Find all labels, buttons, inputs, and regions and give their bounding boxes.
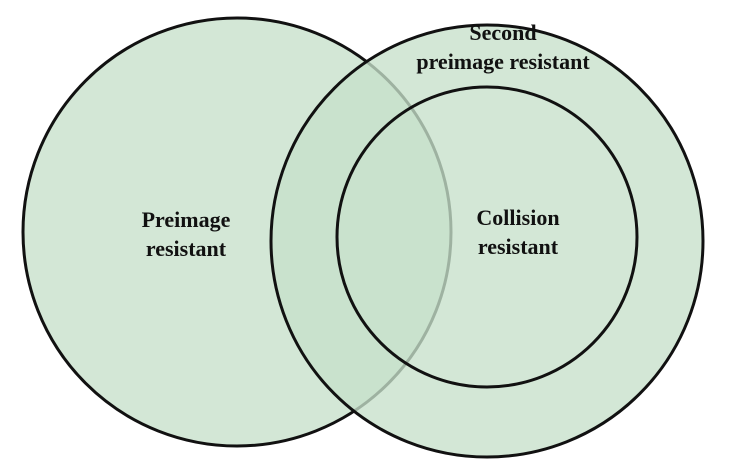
collision-resistant-circle bbox=[335, 85, 639, 389]
second-preimage-resistant-label-line1: Second bbox=[469, 20, 537, 45]
second-preimage-resistant-label-line2: preimage resistant bbox=[416, 49, 590, 74]
preimage-resistant-label-line1: Preimage bbox=[141, 207, 231, 232]
second-preimage-resistant-label: Second preimage resistant bbox=[378, 18, 628, 76]
preimage-resistant-label-line2: resistant bbox=[145, 236, 227, 261]
collision-resistant-label: Collision resistant bbox=[428, 203, 608, 261]
collision-resistant-label-line1: Collision bbox=[476, 205, 560, 230]
collision-resistant-label-line2: resistant bbox=[477, 234, 559, 259]
preimage-resistant-label: Preimage resistant bbox=[96, 205, 276, 263]
